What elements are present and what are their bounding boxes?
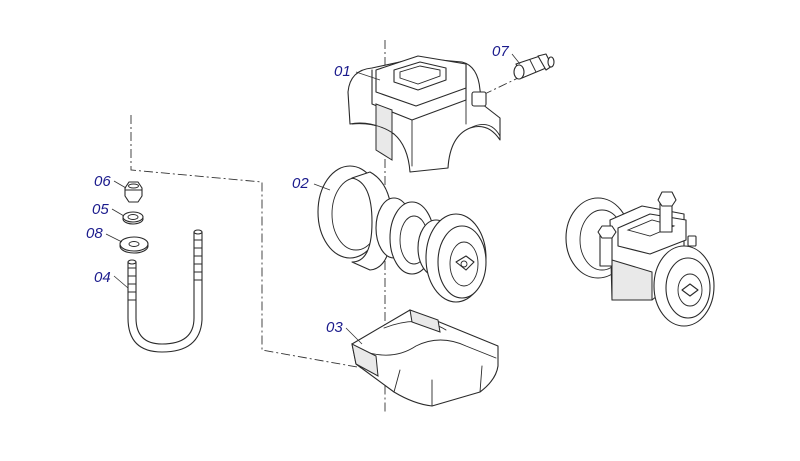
callout-08: 08 xyxy=(86,225,103,242)
callout-01: 01 xyxy=(334,63,351,80)
part-03-lower-shell xyxy=(351,309,499,407)
part-02-roller-shaft xyxy=(317,165,487,303)
part-05-lock-washer xyxy=(122,211,144,225)
assembled-roller-unit xyxy=(565,191,715,327)
part-07-grease-nipple xyxy=(513,53,555,80)
leader-lines xyxy=(105,53,521,345)
callout-06: 06 xyxy=(94,173,111,190)
callout-02: 02 xyxy=(292,175,309,192)
part-06-nut xyxy=(124,181,143,203)
callout-05: 05 xyxy=(92,201,109,218)
part-08-flat-washer xyxy=(119,236,149,254)
part-04-u-bolt xyxy=(127,229,203,353)
part-01-upper-housing xyxy=(347,55,501,173)
callout-03: 03 xyxy=(326,319,343,336)
callouts: 01 02 03 04 05 06 07 08 xyxy=(86,43,509,336)
callout-04: 04 xyxy=(94,269,111,286)
callout-07: 07 xyxy=(492,43,509,60)
